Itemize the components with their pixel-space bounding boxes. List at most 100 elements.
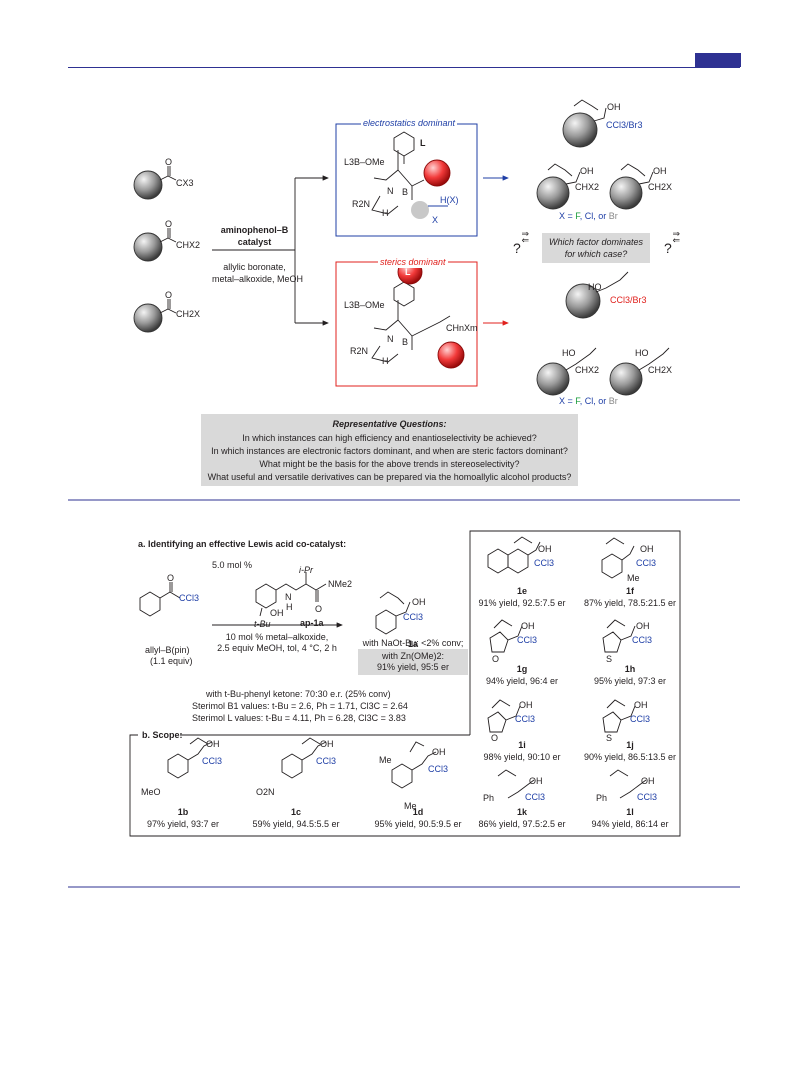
ts-red-l: L xyxy=(405,267,411,277)
x2-prefix: X = xyxy=(559,396,576,406)
header-rule xyxy=(68,67,740,68)
ts-blue-n: N xyxy=(387,186,394,196)
cmpd-1k-result: 86% yield, 97.5:2.5 er xyxy=(478,819,566,829)
ts-red-h: H xyxy=(382,356,389,366)
prod-r2-ho: HO xyxy=(635,348,649,358)
sm-o2: O xyxy=(165,219,173,229)
prod-r-ccl3br3: CCl3/Br3 xyxy=(610,295,647,305)
ccl3-1k: CCl3 xyxy=(525,792,546,802)
x-line-red: X = F, Cl, or Br xyxy=(559,396,618,407)
x-line-blue: X = F, Cl, or Br xyxy=(559,211,618,222)
prod-r1-chx2: CHX2 xyxy=(575,365,600,375)
s-1j: S xyxy=(606,733,613,743)
prod-top-ccl3br3: CCl3/Br3 xyxy=(606,120,643,130)
conditions-1: allylic boronate, xyxy=(223,262,286,272)
cmpd-1f-id: 1f xyxy=(625,586,634,596)
prod-r1-ho: HO xyxy=(562,348,576,358)
me-1d-b: Me xyxy=(404,801,417,811)
cmpd-1e-id: 1e xyxy=(516,586,527,596)
ts-blue-b: B xyxy=(402,187,409,197)
oh-1f: OH xyxy=(640,544,654,554)
x2-cl: Cl xyxy=(584,396,594,406)
oh-1h: OH xyxy=(636,621,650,631)
prod-r2-ch2x: CH2X xyxy=(648,365,673,375)
prod-b1-oh: OH xyxy=(580,166,594,176)
cmpd-1j-id: 1j xyxy=(626,740,634,750)
s-1h: S xyxy=(606,654,613,664)
x-br: Br xyxy=(608,211,618,221)
arrows-right: ⇑⇓ xyxy=(671,230,681,244)
h-label: H xyxy=(286,602,293,612)
arrows-left: ⇑⇓ xyxy=(520,230,530,244)
ts-blue-h: H xyxy=(382,208,389,218)
cmpd-1d-id: 1d xyxy=(412,807,424,817)
x-sep: , xyxy=(579,211,585,221)
allyl-2: (1.1 equiv) xyxy=(150,656,193,666)
ccl3-1c: CCl3 xyxy=(316,756,337,766)
x-f: F xyxy=(575,211,580,221)
oh-1l: OH xyxy=(641,776,655,786)
section-a-title: a. Identifying an effective Lewis acid c… xyxy=(138,539,347,549)
o2n-label: O2N xyxy=(256,787,275,797)
x-cl: Cl xyxy=(584,211,594,221)
ccl3-start: CCl3 xyxy=(179,593,200,603)
o-1g: O xyxy=(492,654,500,664)
which-1: Which factor dominates xyxy=(548,237,644,247)
which-factor-box: Which factor dominates for which case? xyxy=(542,233,650,263)
cmpd-1i-result: 98% yield, 90:10 er xyxy=(483,752,561,762)
oh-ligand-label: OH xyxy=(270,608,284,618)
x2-or: , or xyxy=(593,396,609,406)
ccl3-1l: CCl3 xyxy=(637,792,658,802)
ccl3-1f: CCl3 xyxy=(636,558,657,568)
box-blue-title: electrostatics dominant xyxy=(361,118,458,129)
me-1f: Me xyxy=(627,573,640,583)
cmpd-1f-result: 87% yield, 78.5:21.5 er xyxy=(583,598,677,608)
sterimol-l: Sterimol L values: t-Bu = 4.11, Ph = 6.2… xyxy=(192,713,406,723)
sm-cx3: CX3 xyxy=(176,178,194,188)
oh-1d: OH xyxy=(432,747,446,757)
label-1a: 1a xyxy=(407,639,418,649)
question-3: What might be the basis for the above tr… xyxy=(259,459,520,469)
oh-1g: OH xyxy=(521,621,535,631)
ts-blue-r2n: R2N xyxy=(352,199,371,209)
ap-label: ap-1a xyxy=(300,618,324,628)
rep-title: Representative Questions: xyxy=(332,419,447,429)
me-1d-a: Me xyxy=(379,755,392,765)
tbu-label: t-Bu xyxy=(254,619,271,629)
conditions-2: metal–alkoxide, MeOH xyxy=(212,274,304,284)
ts-red-n: N xyxy=(387,334,394,344)
oh-1b: OH xyxy=(206,739,220,749)
oh-1k: OH xyxy=(529,776,543,786)
zn-2: 91% yield, 95:5 er xyxy=(376,662,450,672)
box-red-title: sterics dominant xyxy=(378,257,448,268)
zn-1: with Zn(OMe)2: xyxy=(381,651,444,661)
cmpd-1i-id: 1i xyxy=(518,740,526,750)
cmpd-1c-result: 59% yield, 94.5:5.5 er xyxy=(252,819,340,829)
ipr-label: i-Pr xyxy=(299,565,313,575)
cmpd-1c-id: 1c xyxy=(290,807,301,817)
x2-f: F xyxy=(575,396,580,406)
x-or: , or xyxy=(593,211,609,221)
oh-1c: OH xyxy=(320,739,334,749)
cmpd-1h-result: 95% yield, 97:3 er xyxy=(593,676,667,686)
ccl3-1g: CCl3 xyxy=(517,635,538,645)
ph-1l: Ph xyxy=(596,793,608,803)
prod-r-ho: HO xyxy=(588,282,602,292)
qmark-left: ? xyxy=(513,240,521,256)
x2-br: Br xyxy=(608,396,618,406)
cmpd-1k-id: 1k xyxy=(516,807,527,817)
cmpd-1l-result: 94% yield, 86:14 er xyxy=(591,819,669,829)
ccl3-1b: CCl3 xyxy=(202,756,223,766)
question-2: In which instances are electronic factor… xyxy=(211,446,568,456)
question-1: In which instances can high efficiency a… xyxy=(242,433,537,443)
header-bar xyxy=(695,53,741,67)
question-4: What useful and versatile derivatives ca… xyxy=(207,472,572,482)
ts-red-b: B xyxy=(402,337,409,347)
o-ligand-label: O xyxy=(315,604,323,614)
ph-1k: Ph xyxy=(483,793,495,803)
ts-blue-hx: H(X) xyxy=(440,195,459,205)
x-prefix: X = xyxy=(559,211,576,221)
prod-b2-oh: OH xyxy=(653,166,667,176)
prod-b1-chx2: CHX2 xyxy=(575,182,600,192)
